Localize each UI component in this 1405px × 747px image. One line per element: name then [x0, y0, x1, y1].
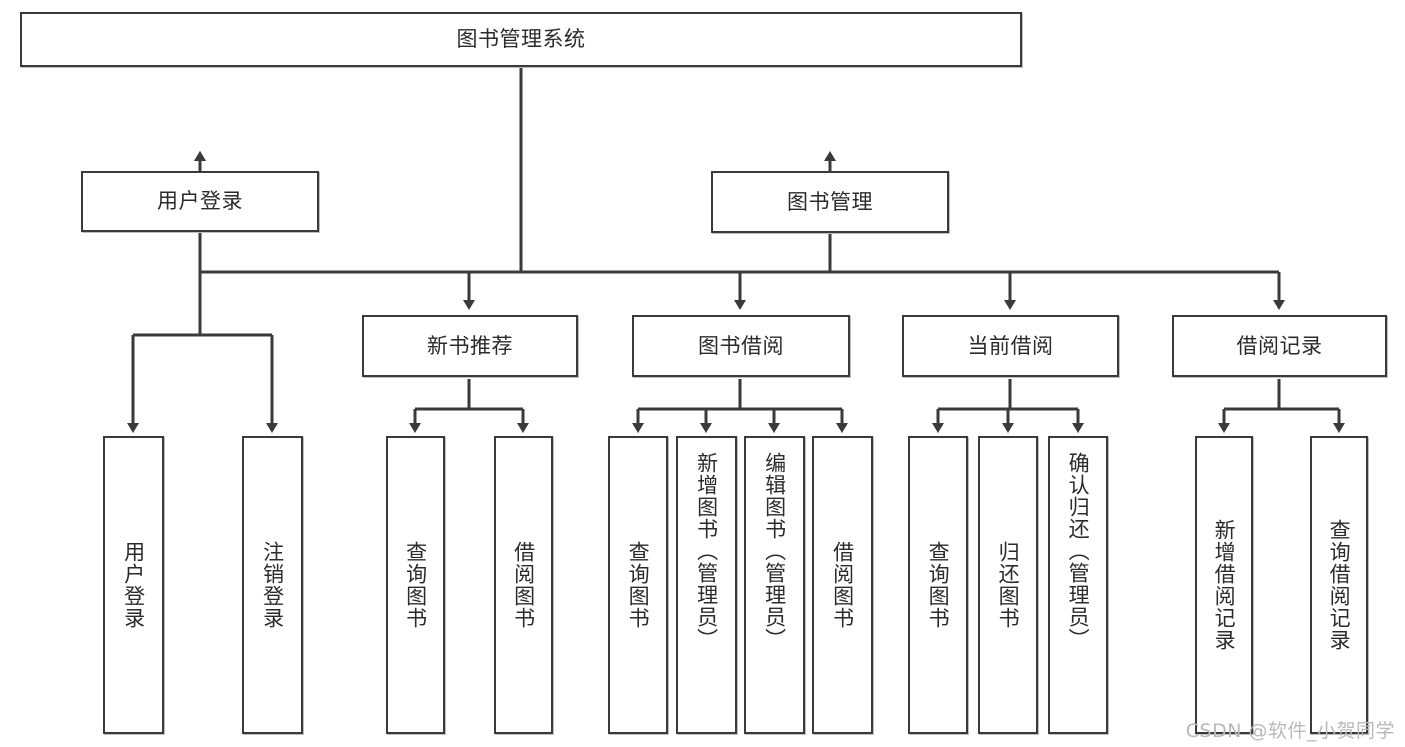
node-leaf-query-book-3-label: 查询图书 [926, 541, 951, 629]
node-new-book-recommend[interactable]: 新书推荐 [362, 315, 578, 377]
node-leaf-return-book-label: 归还图书 [996, 541, 1021, 629]
node-leaf-query-record-label: 查询借阅记录 [1327, 519, 1352, 651]
node-book-manage[interactable]: 图书管理 [711, 171, 949, 233]
node-root[interactable]: 图书管理系统 [20, 12, 1022, 67]
node-leaf-add-record-label: 新增借阅记录 [1212, 519, 1237, 651]
node-new-book-recommend-label: 新书推荐 [427, 333, 513, 358]
node-leaf-add-book[interactable]: 新增图书（管理员） [676, 436, 737, 734]
node-leaf-query-book-1[interactable]: 查询图书 [386, 436, 445, 734]
node-leaf-return-book[interactable]: 归还图书 [978, 436, 1038, 734]
node-leaf-user-login[interactable]: 用户登录 [103, 436, 164, 734]
node-leaf-query-book-3[interactable]: 查询图书 [908, 436, 968, 734]
node-user-login[interactable]: 用户登录 [81, 171, 319, 232]
node-borrow-record[interactable]: 借阅记录 [1172, 315, 1387, 377]
node-leaf-query-book-1-label: 查询图书 [403, 541, 428, 629]
node-leaf-confirm-return[interactable]: 确认归还（管理员） [1048, 436, 1108, 734]
node-book-borrow[interactable]: 图书借阅 [632, 315, 850, 377]
csdn-watermark: CSDN @软件_小贺同学 [1185, 720, 1395, 742]
node-leaf-query-book-2-label: 查询图书 [626, 541, 651, 629]
node-book-manage-label: 图书管理 [787, 189, 873, 214]
node-leaf-add-record[interactable]: 新增借阅记录 [1195, 436, 1253, 734]
node-user-login-label: 用户登录 [157, 189, 243, 214]
node-book-borrow-label: 图书借阅 [698, 333, 784, 358]
node-leaf-borrow-book-1-label: 借阅图书 [511, 541, 536, 629]
node-leaf-borrow-book-2-label: 借阅图书 [830, 541, 855, 629]
node-leaf-edit-book-label: 编辑图书（管理员） [762, 452, 787, 650]
node-leaf-user-logout-label: 注销登录 [260, 541, 285, 629]
node-leaf-user-login-label: 用户登录 [121, 541, 146, 629]
node-leaf-query-book-2[interactable]: 查询图书 [608, 436, 668, 734]
node-leaf-user-logout[interactable]: 注销登录 [242, 436, 303, 734]
node-leaf-edit-book[interactable]: 编辑图书（管理员） [744, 436, 805, 734]
node-root-label: 图书管理系统 [456, 27, 586, 52]
node-borrow-record-label: 借阅记录 [1236, 333, 1323, 358]
node-current-borrow-label: 当前借阅 [967, 333, 1054, 358]
node-leaf-confirm-return-label: 确认归还（管理员） [1066, 452, 1091, 650]
node-leaf-borrow-book-2[interactable]: 借阅图书 [812, 436, 873, 734]
node-leaf-add-book-label: 新增图书（管理员） [694, 452, 719, 650]
node-leaf-borrow-book-1[interactable]: 借阅图书 [494, 436, 553, 734]
node-current-borrow[interactable]: 当前借阅 [902, 315, 1119, 377]
node-leaf-query-record[interactable]: 查询借阅记录 [1310, 436, 1368, 734]
